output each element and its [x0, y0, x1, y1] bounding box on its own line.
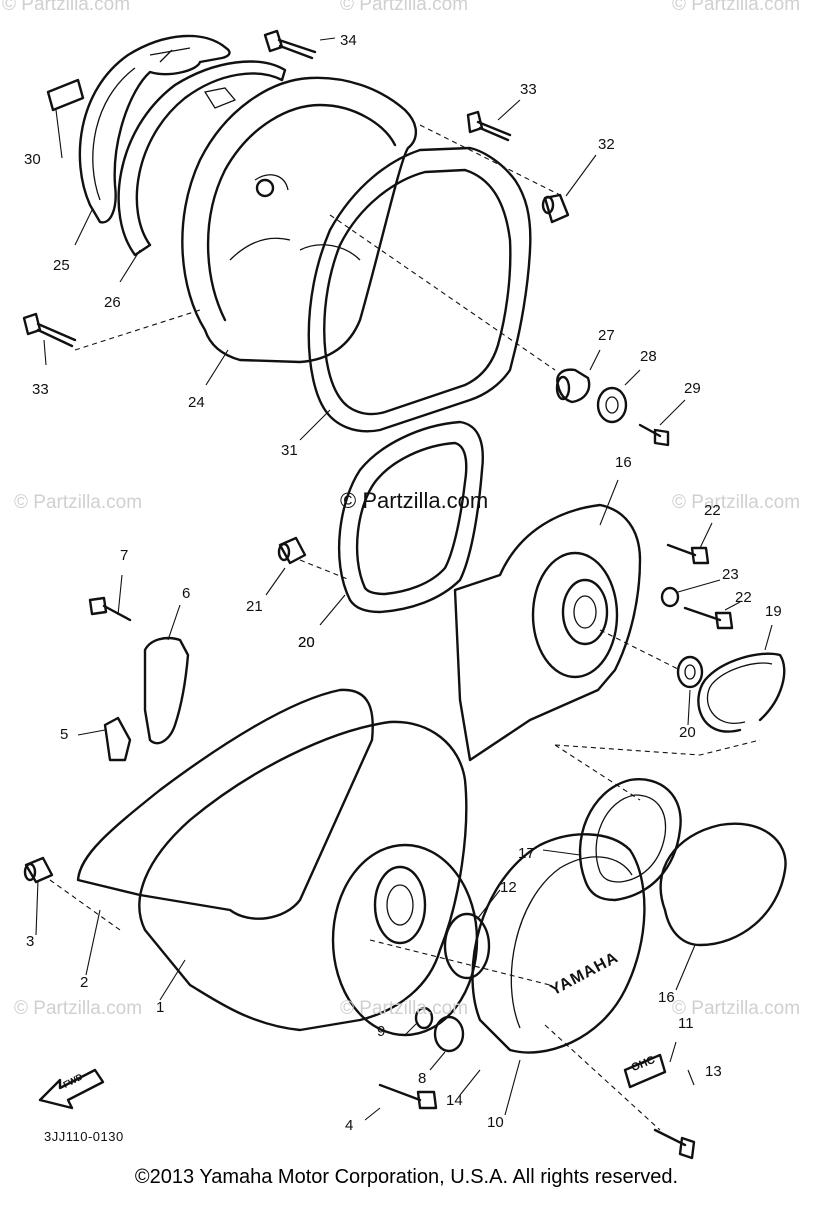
part-4-bolt: [378, 1083, 438, 1110]
callout-12: 12: [500, 879, 517, 896]
part-29-bolt: [638, 423, 670, 447]
callout-29: 29: [684, 380, 701, 397]
part-22-bolt-lower: [683, 606, 734, 630]
callout-11: 11: [678, 1015, 694, 1032]
alignment-guides: [49, 124, 761, 1131]
callout-26: 26: [104, 294, 121, 311]
part-15-cover: [453, 503, 642, 762]
watermark: © Partzilla.com: [2, 0, 131, 15]
callout-25: 25: [53, 257, 70, 274]
callout-33: 33: [32, 381, 49, 398]
callout-7: 7: [120, 547, 129, 564]
part-33-bolt-lower: [22, 312, 77, 348]
callout-20-label: 20: [298, 634, 315, 651]
part-33-bolt-upper: [466, 110, 512, 142]
watermark: © Partzilla.com: [672, 0, 801, 15]
part-20-gasket: [337, 420, 484, 614]
callout-6: 6: [182, 585, 191, 602]
watermark-center: © Partzilla.com: [340, 488, 489, 513]
leader-lines: [35, 37, 773, 1121]
part-25-cover-plate: [78, 34, 231, 224]
callout-14: 14: [446, 1092, 463, 1109]
callout-23: 23: [722, 566, 739, 583]
part-7-bolt: [88, 596, 132, 622]
callout-5: 5: [60, 726, 69, 743]
part-3-dowel: [23, 856, 54, 884]
part-5-bracket: [103, 716, 132, 762]
part-24-clutch-cover: [181, 76, 418, 364]
part-13-screw: [653, 1128, 696, 1160]
watermark: © Partzilla.com: [672, 492, 801, 513]
callout-2: 2: [80, 974, 89, 991]
watermark: © Partzilla.com: [14, 998, 143, 1019]
part-30-plate: [46, 78, 85, 112]
callout-20: 20: [298, 634, 315, 651]
part-12-oring: [443, 912, 491, 980]
callout-1: 1: [156, 999, 165, 1016]
callout-8: 8: [418, 1070, 427, 1087]
callout-30: 30: [24, 151, 41, 168]
part-22-bolt-upper: [666, 543, 710, 565]
part-2-gasket: [76, 688, 374, 920]
callout-24: 24: [188, 394, 205, 411]
part-31-gasket: [307, 146, 532, 433]
fwd-arrow: [38, 1068, 105, 1110]
callout-31: 31: [281, 442, 298, 459]
watermark: © Partzilla.com: [340, 0, 469, 15]
part-28-ring: [596, 386, 628, 424]
callout-22: 22: [735, 589, 752, 606]
copyright-notice: ©2013 Yamaha Motor Corporation, U.S.A. A…: [134, 1166, 679, 1188]
part-6-bracket: [143, 636, 190, 745]
callout-16: 16: [658, 989, 675, 1006]
part-21-dowel: [277, 536, 307, 565]
callout-34: 34: [340, 32, 357, 49]
callout-17: 17: [518, 845, 535, 862]
part-27-bushing: [555, 368, 591, 404]
part-17-gasket-ring: [578, 778, 682, 902]
callout-33: 33: [520, 81, 537, 98]
callout-9: 9: [377, 1023, 386, 1040]
part-32-dowel: [541, 193, 570, 224]
callout-18: 19: [765, 603, 782, 620]
watermark: © Partzilla.com: [340, 998, 469, 1019]
part-26-gasket: [117, 60, 287, 257]
callout-13: 13: [705, 1063, 722, 1080]
callout-32: 32: [598, 136, 615, 153]
part-19-seal: [676, 655, 704, 689]
part-9-oring: [414, 1006, 434, 1030]
watermark: © Partzilla.com: [14, 492, 143, 513]
callout-27: 27: [598, 327, 615, 344]
part-16-cap: [659, 822, 787, 947]
part-8-plug: [433, 1015, 465, 1053]
callout-28: 28: [640, 348, 657, 365]
callout-3: 3: [26, 933, 35, 950]
diagram-code: 3JJ110-0130: [44, 1129, 124, 1144]
part-11-badge: [623, 1053, 667, 1089]
callout-22: 22: [704, 502, 721, 519]
callout-10: 10: [487, 1114, 504, 1131]
part-10-cover: [471, 833, 646, 1054]
part-23-oring: [660, 586, 680, 608]
callout-21: 21: [246, 598, 263, 615]
part-18-clip-ring: [697, 652, 786, 733]
callout-19: 20: [679, 724, 696, 741]
callout-15: 16: [615, 454, 632, 471]
callout-4: 4: [345, 1117, 354, 1134]
part-34-bolt: [263, 29, 317, 60]
watermark: © Partzilla.com: [672, 998, 801, 1019]
